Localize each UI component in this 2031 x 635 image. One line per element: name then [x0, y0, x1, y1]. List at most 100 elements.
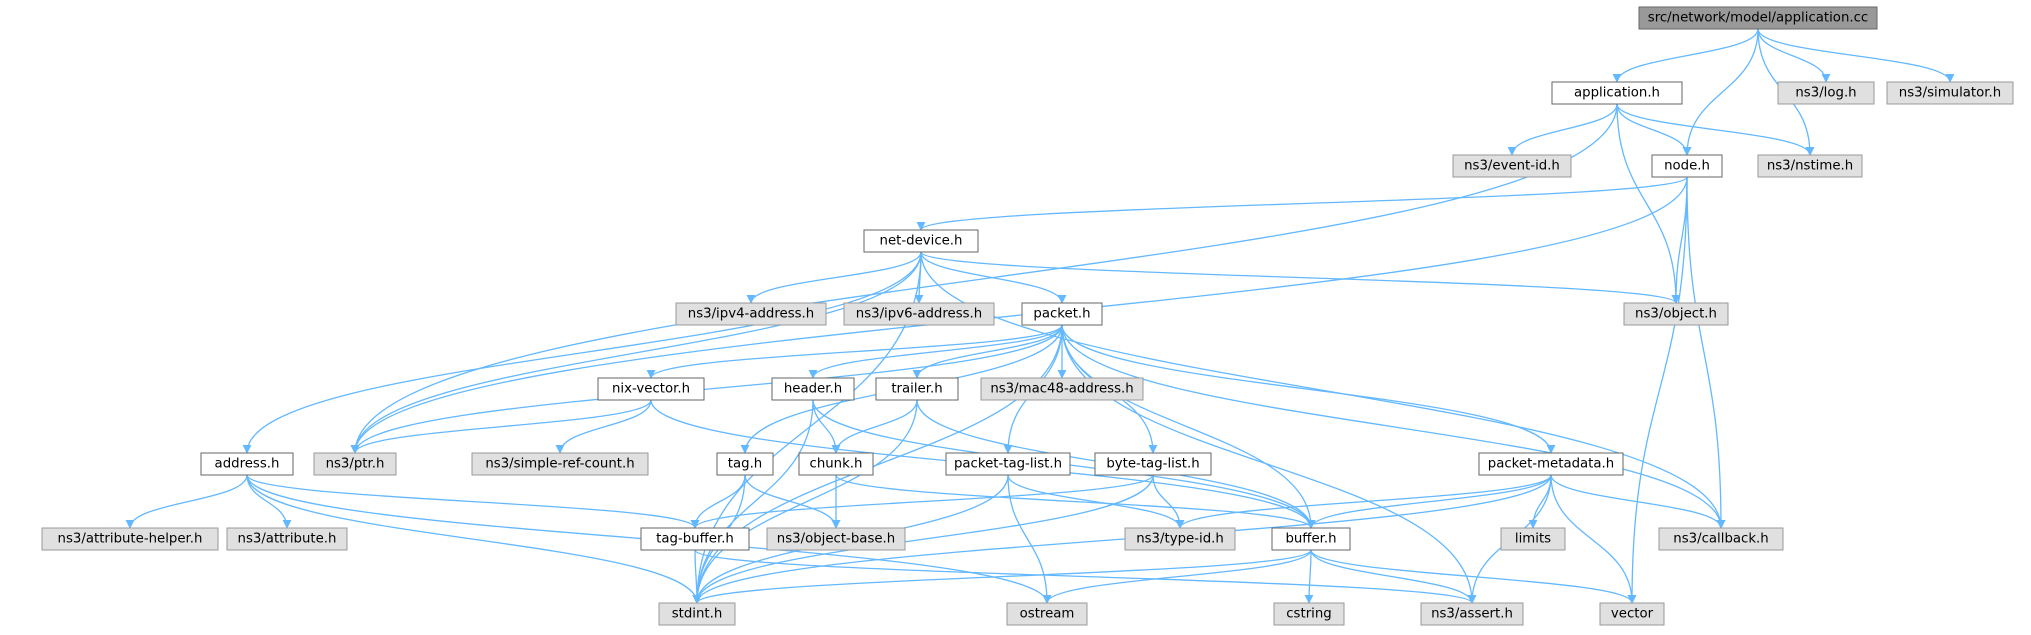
node-vector[interactable]: vector: [1599, 602, 1665, 626]
node-label-net-device-h: net-device.h: [880, 234, 963, 249]
node-label-ns3-type-id-h: ns3/type-id.h: [1136, 532, 1224, 547]
node-label-ostream: ostream: [1020, 607, 1075, 622]
node-ns3-ipv6-address-h[interactable]: ns3/ipv6-address.h: [843, 302, 995, 326]
node-tag-buffer-h[interactable]: tag-buffer.h: [640, 527, 750, 551]
edge-net-device-h-to-ns3-ipv4-address-h: [746, 251, 922, 304]
node-box-ns3-nstime-h: [1757, 154, 1863, 178]
node-label-ns3-attribute-h: ns3/attribute.h: [238, 532, 337, 547]
edge-root-to-node-h: [1682, 28, 1759, 156]
node-label-ns3-callback-h: ns3/callback.h: [1673, 532, 1768, 547]
node-box-net-device-h: [863, 229, 979, 253]
node-label-ns3-object-h: ns3/object.h: [1635, 307, 1717, 322]
node-label-root: src/network/model/application.cc: [1648, 11, 1868, 26]
node-ns3-ptr-h[interactable]: ns3/ptr.h: [313, 452, 397, 476]
node-byte-tag-list-h[interactable]: byte-tag-list.h: [1094, 452, 1212, 476]
node-packet-h[interactable]: packet.h: [1021, 302, 1103, 326]
node-ns3-ipv4-address-h[interactable]: ns3/ipv4-address.h: [675, 302, 827, 326]
node-box-ns3-attribute-h: [226, 527, 348, 551]
node-cstring[interactable]: cstring: [1273, 602, 1345, 626]
node-box-stdint-h: [658, 602, 736, 626]
node-box-ns3-simple-ref-count-h: [471, 452, 649, 476]
node-trailer-h[interactable]: trailer.h: [875, 377, 959, 401]
node-packet-metadata-h[interactable]: packet-metadata.h: [1478, 452, 1624, 476]
edge-application-h-to-ns3-event-id-h: [1507, 103, 1618, 156]
edge-address-h-to-stdint-h: [246, 474, 702, 604]
node-label-application-h: application.h: [1574, 86, 1660, 101]
node-ns3-attribute-h[interactable]: ns3/attribute.h: [226, 527, 348, 551]
edge-net-device-h-to-ns3-ptr-h: [350, 251, 922, 454]
node-label-ns3-simulator-h: ns3/simulator.h: [1899, 86, 2001, 101]
edge-packet-metadata-h-to-vector: [1550, 474, 1637, 604]
edges-layer: [125, 28, 1955, 604]
node-label-address-h: address.h: [215, 457, 280, 472]
node-ns3-nstime-h[interactable]: ns3/nstime.h: [1757, 154, 1863, 178]
node-ostream[interactable]: ostream: [1006, 602, 1088, 626]
edge-packet-h-to-nix-vector-h: [646, 324, 1063, 379]
node-label-packet-metadata-h: packet-metadata.h: [1488, 457, 1614, 472]
edge-net-device-h-to-ns3-object-h: [920, 251, 1681, 304]
node-root[interactable]: src/network/model/application.cc: [1638, 6, 1878, 30]
edge-packet-h-to-trailer-h: [912, 324, 1063, 379]
node-tag-h[interactable]: tag.h: [716, 452, 774, 476]
node-box-ns3-assert-h: [1420, 602, 1524, 626]
edge-trailer-h-to-chunk-h: [831, 399, 918, 454]
edge-application-h-to-ns3-ptr-h: [350, 103, 1618, 454]
node-nix-vector-h[interactable]: nix-vector.h: [597, 377, 705, 401]
edge-application-h-to-node-h: [1616, 103, 1692, 156]
node-limits[interactable]: limits: [1500, 527, 1566, 551]
node-box-ns3-object-base-h: [766, 527, 906, 551]
edge-buffer-h-to-stdint-h: [692, 549, 1312, 604]
edge-packet-h-to-ns3-callback-h: [1061, 324, 1726, 529]
node-ns3-object-base-h[interactable]: ns3/object-base.h: [766, 527, 906, 551]
edge-packet-h-to-packet-metadata-h: [1061, 324, 1556, 454]
node-stdint-h[interactable]: stdint.h: [658, 602, 736, 626]
nodes-layer: src/network/model/application.cc applicat…: [41, 6, 2014, 626]
edge-application-h-to-ns3-object-h: [1616, 103, 1681, 304]
node-ns3-log-h[interactable]: ns3/log.h: [1777, 81, 1875, 105]
node-ns3-simulator-h[interactable]: ns3/simulator.h: [1886, 81, 2014, 105]
node-ns3-callback-h[interactable]: ns3/callback.h: [1658, 527, 1784, 551]
node-box-ns3-ipv4-address-h: [675, 302, 827, 326]
node-address-h[interactable]: address.h: [200, 452, 294, 476]
node-ns3-simple-ref-count-h[interactable]: ns3/simple-ref-count.h: [471, 452, 649, 476]
edge-root-to-ns3-log-h: [1757, 28, 1831, 83]
edge-packet-h-to-buffer-h: [1061, 324, 1316, 529]
node-box-header-h: [771, 377, 855, 401]
edge-node-h-to-ns3-callback-h: [1686, 176, 1726, 529]
node-ns3-type-id-h[interactable]: ns3/type-id.h: [1124, 527, 1236, 551]
node-label-ns3-simple-ref-count-h: ns3/simple-ref-count.h: [485, 457, 634, 472]
edge-buffer-h-to-vector: [1310, 549, 1637, 604]
node-buffer-h[interactable]: buffer.h: [1271, 527, 1351, 551]
edge-packet-h-to-header-h: [808, 324, 1063, 379]
node-box-application-h: [1551, 81, 1683, 105]
node-box-ns3-object-h: [1623, 302, 1729, 326]
node-application-h[interactable]: application.h: [1551, 81, 1683, 105]
node-ns3-assert-h[interactable]: ns3/assert.h: [1420, 602, 1524, 626]
node-header-h[interactable]: header.h: [771, 377, 855, 401]
node-label-ns3-ipv6-address-h: ns3/ipv6-address.h: [856, 307, 982, 322]
node-ns3-mac48-address-h[interactable]: ns3/mac48-address.h: [980, 377, 1144, 401]
edge-node-h-to-ns3-ptr-h: [350, 176, 1688, 454]
node-node-h[interactable]: node.h: [1651, 154, 1723, 178]
node-label-byte-tag-list-h: byte-tag-list.h: [1106, 457, 1199, 472]
node-net-device-h[interactable]: net-device.h: [863, 229, 979, 253]
node-label-ns3-assert-h: ns3/assert.h: [1431, 607, 1513, 622]
node-ns3-event-id-h[interactable]: ns3/event-id.h: [1452, 154, 1572, 178]
edge-buffer-h-to-cstring: [1304, 549, 1314, 604]
node-label-ns3-mac48-address-h: ns3/mac48-address.h: [990, 382, 1133, 397]
node-box-ns3-log-h: [1777, 81, 1875, 105]
node-packet-tag-list-h[interactable]: packet-tag-list.h: [945, 452, 1071, 476]
node-box-ns3-ipv6-address-h: [843, 302, 995, 326]
node-ns3-attribute-helper-h[interactable]: ns3/attribute-helper.h: [41, 527, 219, 551]
node-box-ns3-type-id-h: [1124, 527, 1236, 551]
node-chunk-h[interactable]: chunk.h: [798, 452, 874, 476]
node-box-packet-metadata-h: [1478, 452, 1624, 476]
node-box-cstring: [1273, 602, 1345, 626]
node-label-ns3-ipv4-address-h: ns3/ipv4-address.h: [688, 307, 814, 322]
edge-nix-vector-h-to-ns3-ptr-h: [350, 399, 652, 454]
node-box-ns3-simulator-h: [1886, 81, 2014, 105]
node-box-limits: [1500, 527, 1566, 551]
node-ns3-object-h[interactable]: ns3/object.h: [1623, 302, 1729, 326]
node-label-cstring: cstring: [1286, 607, 1331, 622]
